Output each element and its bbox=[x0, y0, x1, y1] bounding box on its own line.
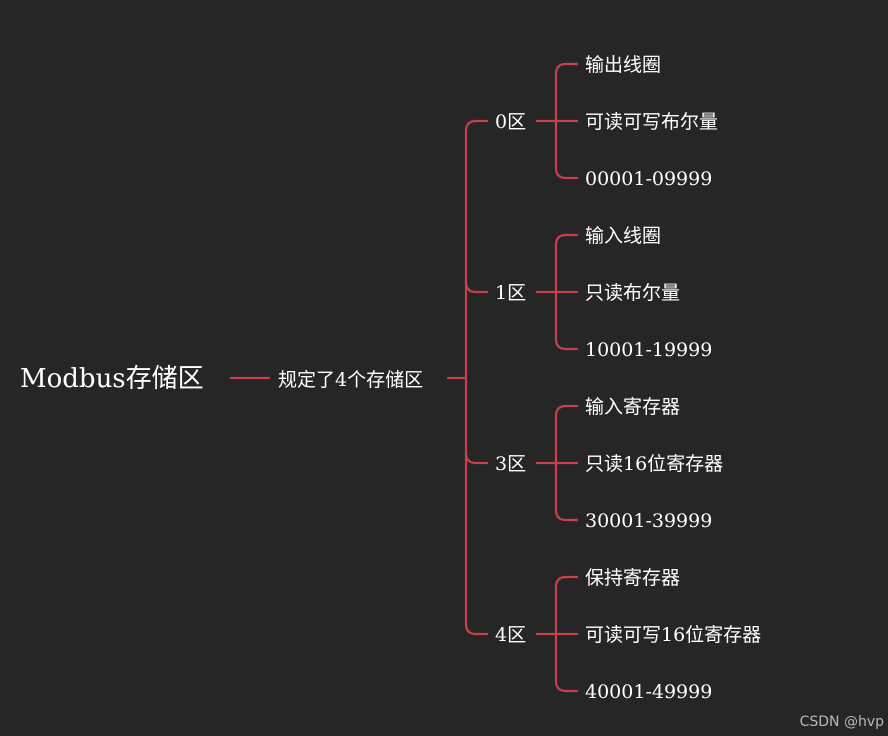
leaf-node-label[interactable]: 00001-09999 bbox=[585, 168, 712, 190]
main-trunk-line bbox=[464, 119, 478, 636]
leaf-node-label[interactable]: 只读16位寄存器 bbox=[585, 453, 723, 475]
leaf-node-label[interactable]: 30001-39999 bbox=[585, 510, 712, 532]
connectors bbox=[229, 62, 579, 693]
zone-node-label[interactable]: 1区 bbox=[495, 282, 526, 304]
zone-branch-line bbox=[464, 451, 489, 465]
root-node-label[interactable]: Modbus存储区 bbox=[20, 364, 204, 394]
zone-node-label[interactable]: 3区 bbox=[495, 453, 526, 475]
leaf-node-label[interactable]: 只读布尔量 bbox=[585, 282, 680, 304]
leaf-node-label[interactable]: 40001-49999 bbox=[585, 681, 712, 703]
subtopic-label[interactable]: 规定了4个存储区 bbox=[278, 369, 423, 391]
leaf-node-label[interactable]: 输入寄存器 bbox=[585, 396, 680, 418]
zone-branch-line bbox=[464, 280, 489, 294]
zone-node-label[interactable]: 4区 bbox=[495, 624, 526, 646]
leaf-node-label[interactable]: 10001-19999 bbox=[585, 339, 712, 361]
zone-node-label[interactable]: 0区 bbox=[495, 111, 526, 133]
leaf-node-label[interactable]: 可读可写16位寄存器 bbox=[585, 624, 761, 646]
leaf-node-label[interactable]: 输出线圈 bbox=[585, 54, 661, 76]
leaf-node-label[interactable]: 输入线圈 bbox=[585, 225, 661, 247]
watermark: CSDN @hvp bbox=[799, 714, 884, 730]
leaf-node-label[interactable]: 可读可写布尔量 bbox=[585, 111, 718, 133]
leaf-node-label[interactable]: 保持寄存器 bbox=[585, 567, 680, 589]
